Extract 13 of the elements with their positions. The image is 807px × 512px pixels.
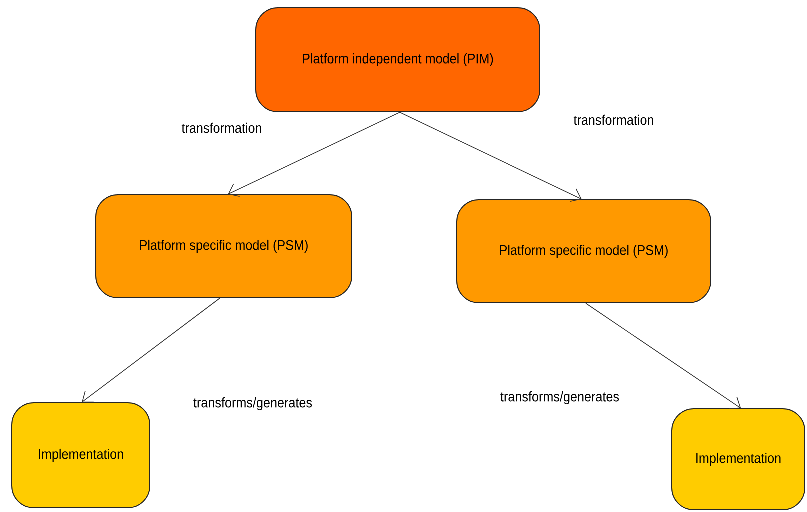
arrow bbox=[228, 112, 400, 198]
arrow bbox=[586, 303, 742, 410]
arrow bbox=[400, 112, 582, 202]
model-box: Platform specific model (PSM) bbox=[96, 194, 352, 298]
model-box: Platform independent model (PIM) bbox=[256, 8, 540, 112]
model-box: Platform specific model (PSM) bbox=[456, 200, 712, 304]
edge-label: transformation bbox=[574, 114, 654, 126]
edge-label: transformation bbox=[182, 122, 262, 134]
edge-label: transforms/generates bbox=[194, 397, 312, 411]
edge-label: transforms/generates bbox=[500, 391, 620, 405]
model-box: Implementation bbox=[12, 402, 150, 508]
model-box: Implementation bbox=[672, 408, 806, 510]
arrow bbox=[82, 298, 220, 403]
